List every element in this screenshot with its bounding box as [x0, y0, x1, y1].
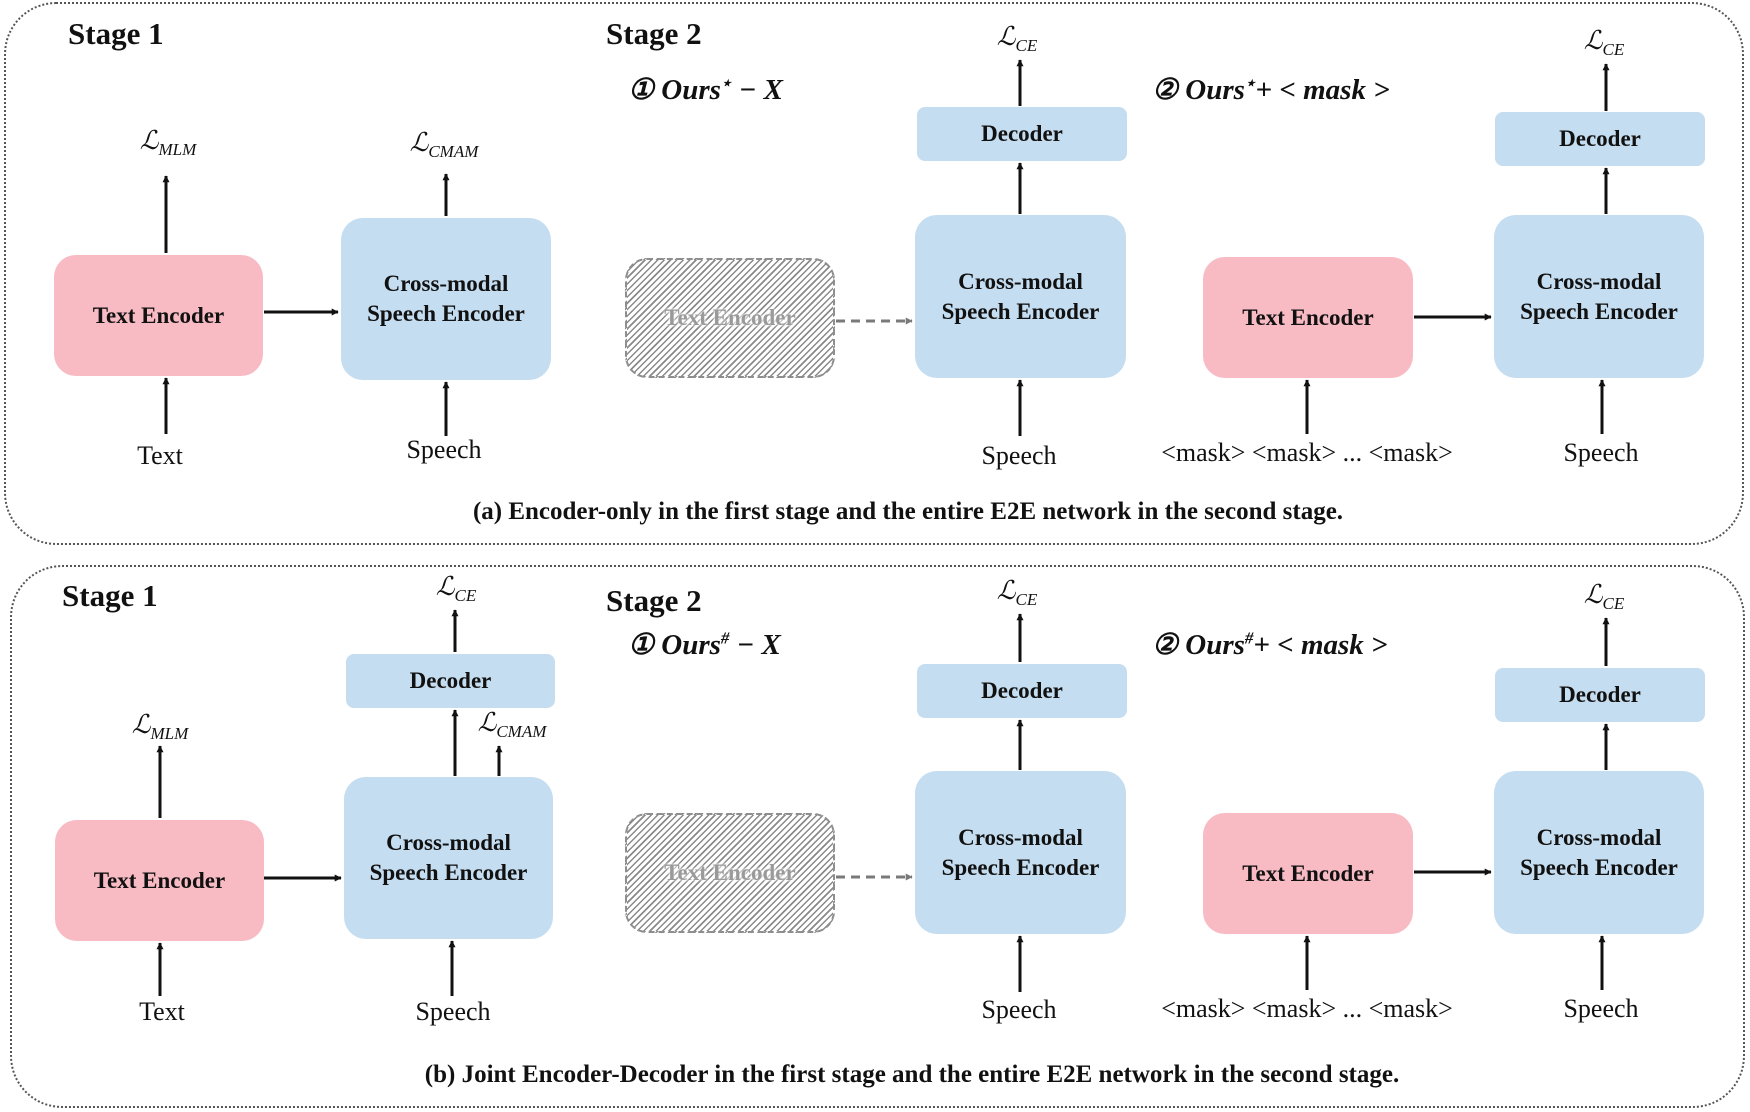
loss-subscript: CE — [1015, 590, 1038, 609]
panel-b-m1-loss-ce: ℒCE — [997, 576, 1037, 610]
panel-b-s1-speech-encoder-label: Cross-modal Speech Encoder — [369, 830, 528, 885]
method-superscript: # — [720, 628, 730, 648]
panel-a-s1-loss-cmam: ℒCMAM — [410, 128, 479, 162]
panel-b-s1-text-encoder: Text Encoder — [55, 820, 264, 941]
panel-a-m1-speech-encoder-label: Cross-modal Speech Encoder — [941, 268, 1100, 324]
method-name: ② Ours — [1152, 629, 1245, 661]
panel-a-s1-text-encoder: Text Encoder — [54, 255, 263, 376]
loss-subscript: MLM — [150, 724, 189, 743]
loss-symbol: ℒ — [1583, 26, 1603, 55]
loss-subscript: CMAM — [428, 142, 479, 161]
panel-a-m2-text-encoder: Text Encoder — [1203, 257, 1413, 378]
panel-b-method1-label: ① Ours# − X — [628, 627, 781, 662]
panel-b-s1-text-encoder-label: Text Encoder — [93, 867, 226, 893]
panel-b-m2-decoder-label: Decoder — [1559, 682, 1641, 707]
panel-b-m1-ghost-label: Text Encoder — [664, 860, 796, 885]
panel-b-m2-speech-encoder: Cross-modal Speech Encoder — [1494, 771, 1704, 934]
panel-a-stage1-title: Stage 1 — [68, 16, 164, 51]
loss-symbol: ℒ — [131, 710, 151, 739]
loss-subscript: CE — [454, 586, 477, 605]
panel-a-s1-speech-encoder-label: Cross-modal Speech Encoder — [367, 271, 525, 326]
panel-b-stage1-title: Stage 1 — [62, 578, 158, 613]
method-suffix: + < mask > — [1255, 74, 1390, 106]
panel-a-m1-decoder-label: Decoder — [981, 121, 1063, 146]
panel-b-s1-loss-cmam: ℒCMAM — [478, 708, 547, 742]
panel-b-m1-speech-encoder: Cross-modal Speech Encoder — [915, 771, 1126, 934]
loss-subscript: CE — [1602, 594, 1625, 613]
panel-a-method1-label: ① Ours⋆ − X — [628, 72, 783, 107]
panel-a-frame — [4, 2, 1744, 545]
panel-b-s1-speech-encoder: Cross-modal Speech Encoder — [344, 777, 553, 939]
panel-a-m2-speech-encoder-label: Cross-modal Speech Encoder — [1520, 268, 1678, 324]
loss-symbol: ℒ — [996, 22, 1016, 51]
method-superscript: ⋆ — [1244, 73, 1256, 93]
method-superscript: ⋆ — [720, 73, 732, 93]
panel-a-s1-speech-input: Speech — [406, 435, 482, 464]
panel-b-m2-decoder: Decoder — [1495, 668, 1705, 722]
panel-b-m1-decoder: Decoder — [917, 664, 1127, 718]
panel-b-m1-speech-input: Speech — [981, 995, 1057, 1024]
method-suffix: − X — [731, 74, 783, 106]
method-suffix: − X — [729, 629, 781, 661]
panel-a-s1-text-encoder-label: Text Encoder — [92, 302, 225, 328]
panel-b-m1-speech-encoder-label: Cross-modal Speech Encoder — [941, 824, 1100, 880]
panel-b-m2-text-encoder: Text Encoder — [1203, 813, 1413, 934]
panel-a-s1-loss-mlm: ℒMLM — [140, 126, 197, 160]
loss-symbol: ℒ — [139, 126, 159, 155]
panel-b-stage2-title: Stage 2 — [606, 583, 702, 618]
method-name: ① Ours — [628, 629, 721, 661]
panel-a-m1-decoder: Decoder — [917, 107, 1127, 161]
loss-symbol: ℒ — [435, 572, 455, 601]
panel-a-m1-speech-encoder: Cross-modal Speech Encoder — [915, 215, 1126, 378]
panel-a-m1-ghost-label: Text Encoder — [664, 305, 796, 330]
panel-b-caption: (b) Joint Encoder-Decoder in the first s… — [424, 1061, 1400, 1088]
panel-b-s1-loss-mlm: ℒMLM — [132, 710, 189, 744]
panel-b-m1-ghost-text-encoder: Text Encoder — [625, 813, 835, 933]
panel-b-s1-decoder-label: Decoder — [409, 668, 492, 693]
panel-a-caption: (a) Encoder-only in the first stage and … — [472, 498, 1344, 525]
panel-a-method2-label: ② Ours⋆+ < mask > — [1152, 72, 1390, 107]
panel-a-m2-text-encoder-label: Text Encoder — [1242, 304, 1374, 330]
panel-b-m1-decoder-label: Decoder — [981, 678, 1063, 703]
method-superscript: # — [1244, 628, 1254, 648]
panel-b-m2-text-encoder-label: Text Encoder — [1242, 860, 1374, 886]
panel-b-m2-speech-encoder-label: Cross-modal Speech Encoder — [1520, 824, 1678, 880]
loss-symbol: ℒ — [477, 708, 497, 737]
panel-b-method2-label: ② Ours#+ < mask > — [1152, 627, 1388, 662]
panel-b-s1-text-input: Text — [139, 997, 185, 1026]
loss-subscript: MLM — [158, 140, 197, 159]
panel-a-m2-speech-encoder: Cross-modal Speech Encoder — [1494, 215, 1704, 378]
loss-symbol: ℒ — [409, 128, 429, 157]
panel-a-m2-decoder: Decoder — [1495, 112, 1705, 166]
loss-subscript: CE — [1602, 40, 1625, 59]
loss-subscript: CMAM — [496, 722, 547, 741]
panel-b-s1-decoder: Decoder — [346, 654, 555, 708]
method-name: ① Ours — [628, 74, 721, 106]
panel-a-m2-speech-input: Speech — [1563, 438, 1639, 467]
loss-subscript: CE — [1015, 36, 1038, 55]
loss-symbol: ℒ — [1583, 580, 1603, 609]
panel-a-m2-mask-input: <mask> <mask> ... <mask> — [1161, 438, 1453, 467]
panel-a-stage2-title: Stage 2 — [606, 16, 702, 51]
method-suffix: + < mask > — [1253, 629, 1388, 661]
panel-a-m2-loss-ce: ℒCE — [1584, 26, 1624, 60]
panel-a-m1-speech-input: Speech — [981, 441, 1057, 470]
panel-b-s1-speech-input: Speech — [415, 997, 491, 1026]
panel-b-s1-loss-ce: ℒCE — [436, 572, 476, 606]
method-name: ② Ours — [1152, 74, 1245, 106]
panel-b-m2-speech-input: Speech — [1563, 994, 1639, 1023]
panel-a-m1-loss-ce: ℒCE — [997, 22, 1037, 56]
panel-a-s1-speech-encoder: Cross-modal Speech Encoder — [341, 218, 551, 380]
panel-b-m2-loss-ce: ℒCE — [1584, 580, 1624, 614]
panel-b-frame — [10, 565, 1745, 1108]
panel-b-m2-mask-input: <mask> <mask> ... <mask> — [1161, 994, 1453, 1023]
panel-a-m2-decoder-label: Decoder — [1559, 126, 1641, 151]
loss-symbol: ℒ — [996, 576, 1016, 605]
panel-a-m1-ghost-text-encoder: Text Encoder — [625, 258, 835, 378]
panel-a-s1-text-input: Text — [137, 441, 183, 470]
